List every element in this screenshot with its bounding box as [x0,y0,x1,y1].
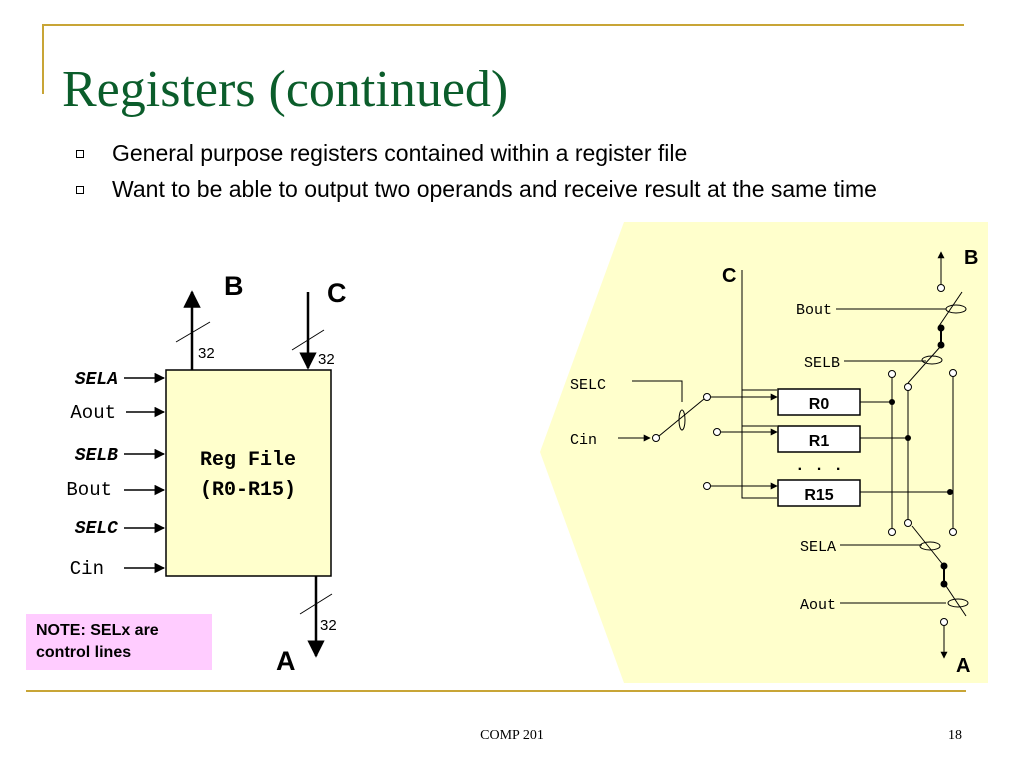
register-r15 [777,479,861,507]
r1-input-contact [713,428,721,436]
sela-switch-ring [919,541,941,551]
register-r15-label: R15 [804,487,833,504]
register-r1 [777,425,861,453]
b-port-label: B [224,271,244,301]
note-line: control lines [36,644,132,661]
selc-switch-ring [678,409,686,431]
selb-label: SELB [804,355,840,372]
a-output-node [940,580,948,588]
bout-label: Bout [796,302,832,319]
cin-switch-blade [658,398,705,437]
register-r1-label: R1 [809,433,830,450]
r15-output-junction [947,489,953,495]
bullet-item: Want to be able to output two operands a… [74,174,894,204]
b-mux-contact-r1 [904,383,912,391]
a-mux-contact-r0 [888,528,896,536]
selb-input-label: SELB [75,446,118,466]
a-bus-slash [299,593,333,615]
a-output-label: A [956,655,970,677]
c-bus-label: C [722,265,736,287]
page-number: 18 [948,728,962,743]
selb-switch-ring [921,355,943,365]
reg-file-label: Reg File [200,449,296,472]
bout-switch-blade [938,291,963,327]
b-output-contact [937,284,945,292]
b-bus-slash [175,321,211,343]
c-bus-slash [291,329,325,351]
sela-input-label: SELA [75,370,118,390]
bullet-text: Want to be able to output two operands a… [112,176,877,202]
register-ellipsis: . . . [795,457,843,475]
left-frame-line [42,24,44,94]
selc-control-line [632,380,683,402]
square-bullet-icon [76,150,84,158]
cin-input-label: Cin [70,558,104,580]
aout-switch-ring [947,598,969,608]
right-detail-diagram: C R0 R1 . . . R15 SELC Cin [540,222,988,683]
register-r0-label: R0 [809,396,830,413]
cin-label: Cin [570,432,597,449]
selc-input-label: SELC [75,519,118,539]
c-port-label: C [327,278,347,308]
bout-switch-ring [945,304,967,314]
a-mux-contact-r1 [904,519,912,527]
footer-course: COMP 201 [480,728,544,743]
bullet-list: General purpose registers contained with… [74,138,894,210]
b-output-label: B [964,247,978,269]
reg-file-range-label: (R0-R15) [200,479,296,502]
square-bullet-icon [76,186,84,194]
a-mux-blade [911,525,945,567]
note-box: NOTE: SELx are control lines [26,614,212,670]
aout-switch-blade [945,585,967,617]
c-bus-line [741,270,777,499]
sela-label: SELA [800,539,836,556]
note-line: NOTE: SELx are [36,622,159,639]
b-bus-width: 32 [198,345,215,362]
left-block-diagram: Reg File (R0-R15) 32 B 32 C 32 A SELA Ao… [66,271,346,676]
bullet-text: General purpose registers contained with… [112,140,688,166]
bout-input-label: Bout [66,479,112,501]
slide-title: Registers (continued) [62,61,509,118]
a-port-label: A [276,646,296,676]
top-frame-line [42,24,964,26]
selc-label: SELC [570,377,606,394]
a-bus-width: 32 [320,617,337,634]
b-mux-blade [907,346,941,384]
register-r0 [777,388,861,416]
b-mux-contact-r15 [949,369,957,377]
bullet-item: General purpose registers contained with… [74,138,894,168]
bottom-frame-line [26,690,966,692]
aout-input-label: Aout [70,402,116,424]
c-bus-width: 32 [318,351,335,368]
r0-input-contact [703,393,711,401]
b-mux-contact-r0 [888,370,896,378]
b-mux-pivot [937,341,945,349]
aout-label: Aout [800,597,836,614]
reg-file-block [165,369,332,577]
cin-switch-pivot [652,434,660,442]
r15-input-contact [703,482,711,490]
a-output-contact [940,618,948,626]
detail-panel [540,222,988,683]
a-mux-contact-r15 [949,528,957,536]
